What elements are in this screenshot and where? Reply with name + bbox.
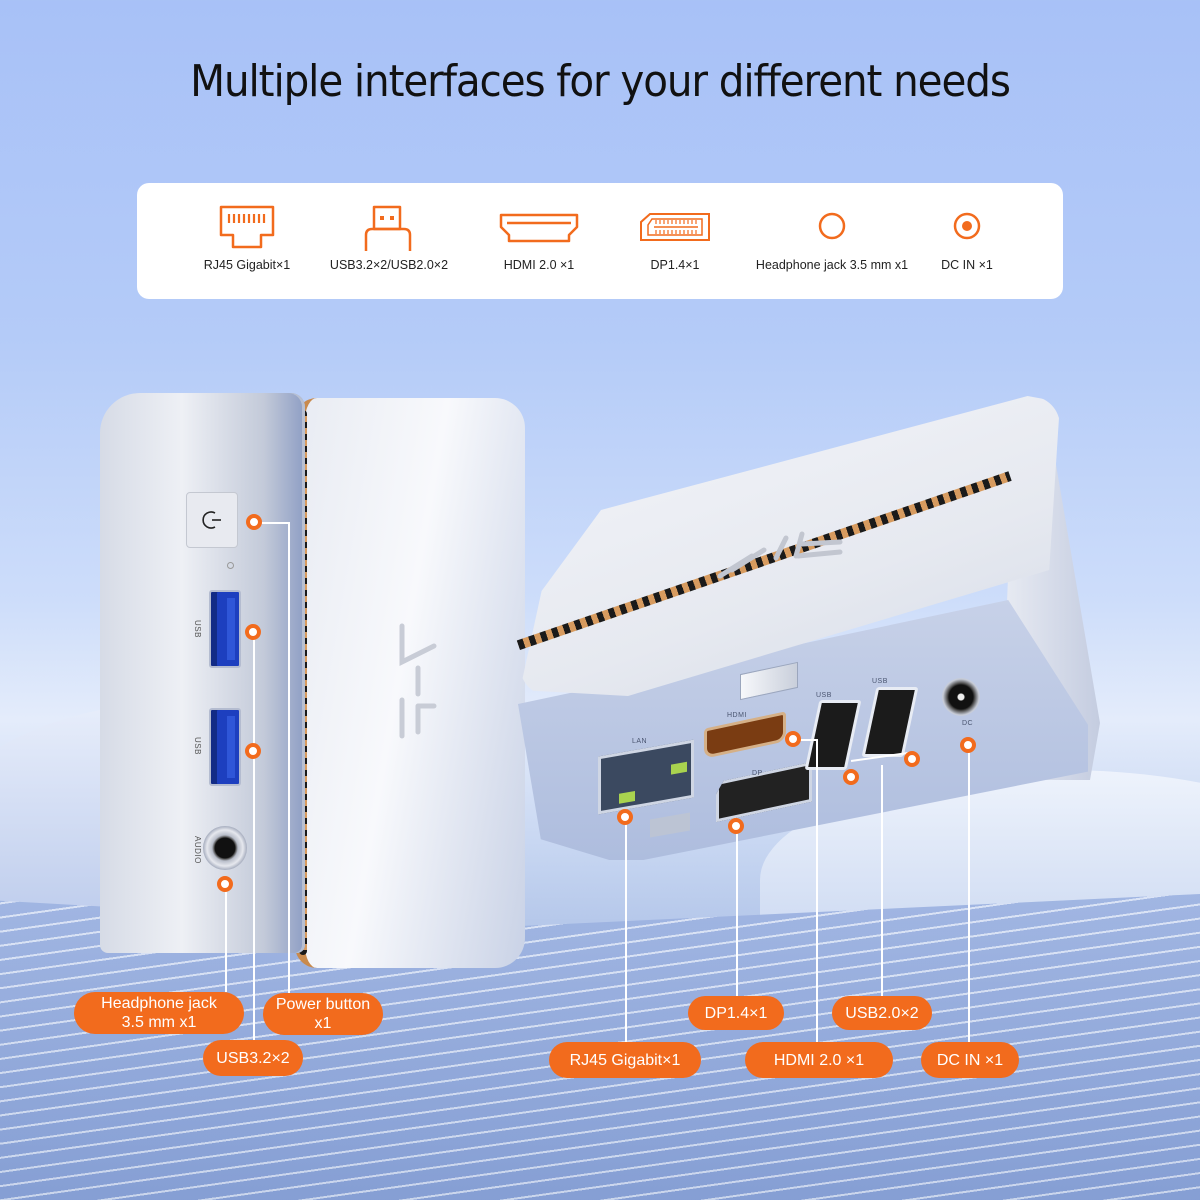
interface-label: DP1.4×1 [650,258,700,272]
callout-line-usb32 [253,632,255,1042]
interface-label: DC IN ×1 [941,258,993,272]
usb-plug-icon [364,205,414,258]
interface-item-headphone: Headphone jack 3.5 mm x1 [742,183,922,299]
callout-line-usb20 [881,765,883,998]
callout-dot-headphone [217,876,233,892]
callout-dot-usb20-1 [843,769,859,785]
callout-dc-in: DC IN ×1 [921,1042,1019,1078]
audio-port-label: AUDIO [193,836,202,864]
front-usb-port-1 [209,590,241,668]
interface-label: USB3.2×2/USB2.0×2 [329,258,449,272]
interface-item-dc-in: DC IN ×1 [922,183,1012,299]
callout-usb20: USB2.0×2 [832,996,932,1030]
audio-jack-port [203,826,247,870]
callout-usb32: USB3.2×2 [203,1040,303,1076]
callout-line-hdmi [816,739,818,1043]
page-title: Multiple interfaces for your different n… [190,56,1011,107]
callout-text: x1 [314,1015,332,1032]
callout-text: 3.5 mm x1 [121,1014,197,1031]
callout-dot-usb32-2 [245,743,261,759]
callout-hdmi: HDMI 2.0 ×1 [745,1042,893,1078]
callout-dot-hdmi [785,731,801,747]
hdmi-port-icon [499,213,579,248]
interface-label: Headphone jack 3.5 mm x1 [755,258,909,272]
interface-item-hdmi: HDMI 2.0 ×1 [474,183,604,299]
dc-port-label: DC [962,720,974,727]
callout-dot-rj45 [617,809,633,825]
callout-dp: DP1.4×1 [688,996,784,1030]
dp-port-label: DP [752,770,763,777]
callout-line [792,739,816,741]
callout-text: Headphone jack [101,995,217,1012]
interface-item-usb: USB3.2×2/USB2.0×2 [319,183,459,299]
callout-dot-power [246,514,262,530]
callout-line-dcin [968,745,970,1043]
interface-label: HDMI 2.0 ×1 [503,258,575,272]
brand-logo-top-icon [717,531,843,579]
displayport-icon [640,213,710,246]
callout-power-button: Power button x1 [263,993,383,1035]
callout-rj45: RJ45 Gigabit×1 [549,1042,701,1078]
usb-port-label: USB [193,737,202,755]
callout-dot-dcin [960,737,976,753]
interfaces-summary-card: RJ45 Gigabit×1 USB3.2×2/USB2.0×2 HDMI 2.… [137,183,1063,299]
left-device-front-panel [100,393,305,953]
callout-dot-usb20-2 [904,751,920,767]
interface-item-rj45: RJ45 Gigabit×1 [182,183,312,299]
usb-port-label: USB [872,678,888,685]
hdmi-port-label: HDMI [727,712,747,719]
callout-line-dp [736,826,738,998]
callout-dot-dp [728,818,744,834]
usb-port-label: USB [816,692,832,699]
lan-port-label: LAN [632,738,648,745]
dc-in-icon [953,212,981,245]
front-usb-port-2 [209,708,241,786]
interface-item-displayport: DP1.4×1 [610,183,740,299]
rj45-port-icon [219,205,275,256]
power-led-indicator [227,562,234,569]
dc-in-port [942,678,980,716]
callout-line [262,522,288,524]
power-button[interactable] [186,492,238,548]
callout-line-power [288,522,290,1000]
callout-line-rj45 [625,817,627,1043]
brand-logo-icon [399,623,437,739]
callout-line-headphone [225,884,227,992]
callout-text: Power button [275,996,371,1013]
headphone-jack-icon [818,212,846,245]
callout-headphone-jack: Headphone jack 3.5 mm x1 [74,992,244,1034]
power-icon [202,511,221,529]
interface-label: RJ45 Gigabit×1 [203,258,291,272]
usb-port-label: USB [193,620,202,638]
callout-dot-usb32-1 [245,624,261,640]
